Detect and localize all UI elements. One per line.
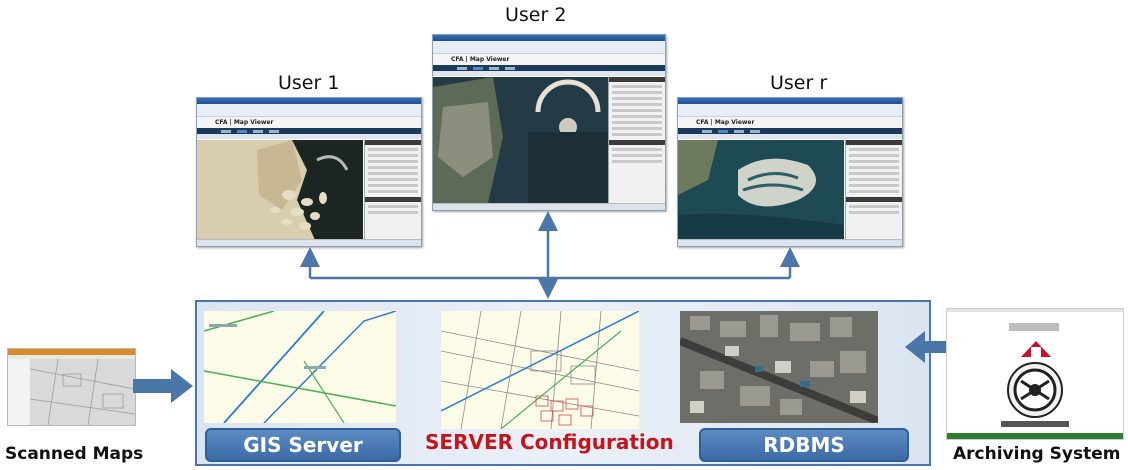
layer-panel[interactable] bbox=[845, 140, 902, 240]
status-bar bbox=[197, 239, 421, 246]
app-header: CFA | Map Viewer bbox=[678, 117, 902, 128]
gis-server-label: GIS Server bbox=[243, 433, 363, 457]
scanned-maps-input-arrow bbox=[133, 369, 193, 403]
browser-toolbar bbox=[433, 41, 665, 54]
app-header: CFA | Map Viewer bbox=[197, 117, 421, 128]
app-navbar bbox=[678, 128, 902, 134]
map-tools bbox=[197, 134, 421, 139]
satellite-map[interactable] bbox=[197, 140, 363, 240]
gis-server-label-box: GIS Server bbox=[205, 428, 401, 462]
footer-bar bbox=[947, 433, 1123, 439]
arabic-header-text bbox=[1009, 323, 1059, 331]
map-tools bbox=[433, 71, 665, 76]
aerial-imagery bbox=[680, 311, 878, 423]
window-titlebar bbox=[433, 35, 665, 41]
user-1-map-viewer-window[interactable]: CFA | Map Viewer bbox=[196, 97, 422, 247]
app-navbar bbox=[433, 65, 665, 71]
arabic-caption-text bbox=[1001, 421, 1069, 427]
parcel-map bbox=[441, 311, 639, 429]
browser-toolbar bbox=[678, 104, 902, 117]
user-r-label: User r bbox=[770, 72, 828, 94]
layer-panel[interactable] bbox=[364, 140, 421, 240]
archiving-system-thumbnail bbox=[946, 308, 1124, 440]
scanned-maps-label: Scanned Maps bbox=[5, 444, 144, 464]
app-title: CFA | Map Viewer bbox=[451, 56, 510, 63]
status-bar bbox=[678, 239, 902, 246]
archiving-input-arrow bbox=[905, 331, 949, 363]
satellite-map[interactable] bbox=[433, 77, 609, 203]
app-header: CFA | Map Viewer bbox=[433, 54, 665, 65]
status-bar bbox=[433, 203, 665, 210]
user-1-label: User 1 bbox=[278, 72, 340, 94]
app-navbar bbox=[197, 128, 421, 134]
window-titlebar bbox=[678, 98, 902, 104]
satellite-map[interactable] bbox=[678, 140, 844, 240]
user-2-map-viewer-window[interactable]: CFA | Map Viewer bbox=[432, 34, 666, 211]
app-title: CFA | Map Viewer bbox=[215, 119, 274, 126]
scanned-map-image bbox=[8, 358, 135, 425]
gis-vector-map bbox=[204, 311, 396, 423]
emblem-icon bbox=[1021, 341, 1051, 357]
browser-toolbar bbox=[197, 104, 421, 117]
user-r-map-viewer-window[interactable]: CFA | Map Viewer bbox=[677, 97, 903, 247]
server-configuration-box: GIS Server SERVER Configuration RDBMS bbox=[195, 300, 931, 466]
rdbms-label-box: RDBMS bbox=[699, 428, 909, 462]
archiving-system-label: Archiving System bbox=[953, 444, 1121, 464]
window-titlebar bbox=[197, 98, 421, 104]
app-title: CFA | Map Viewer bbox=[696, 119, 755, 126]
layer-panel[interactable] bbox=[608, 77, 665, 204]
rdbms-label: RDBMS bbox=[763, 433, 845, 457]
user-2-label: User 2 bbox=[505, 4, 567, 26]
archive-logo-icon bbox=[1007, 362, 1063, 418]
scanned-map-thumbnail bbox=[7, 348, 136, 426]
map-tools bbox=[678, 134, 902, 139]
server-configuration-title: SERVER Configuration bbox=[425, 430, 674, 454]
